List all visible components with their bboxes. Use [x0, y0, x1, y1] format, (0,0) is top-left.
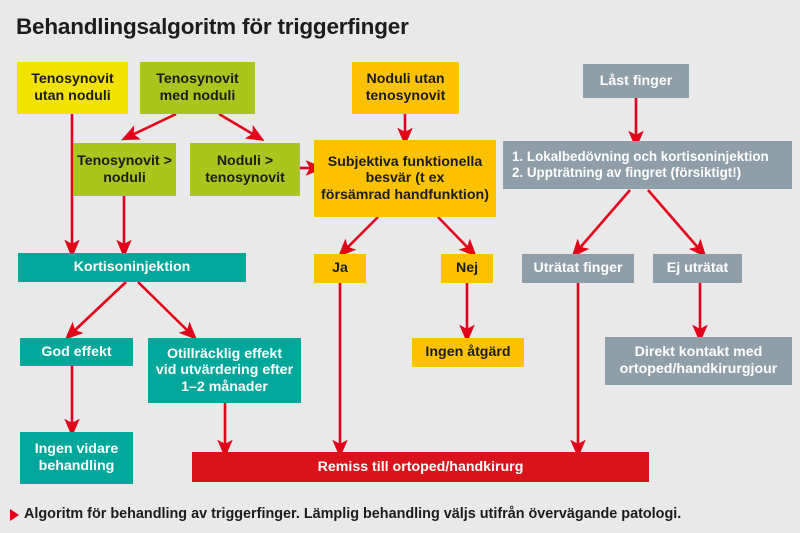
- node-label: Tenosynovit utan noduli: [31, 71, 114, 104]
- node-nej[interactable]: Nej: [441, 254, 493, 283]
- node-noduli-storre-tenosynovit[interactable]: Noduli > tenosynovit: [190, 143, 300, 196]
- node-direkt-kontakt[interactable]: Direkt kontakt med ortoped/handkirurgjou…: [605, 337, 792, 385]
- caption-triangle-icon: [10, 509, 19, 521]
- node-label: Otillräcklig effekt vid utvärdering efte…: [155, 345, 294, 395]
- node-ingen-vidare-behandling[interactable]: Ingen vidare behandling: [20, 432, 133, 484]
- node-label: Noduli > tenosynovit: [205, 152, 285, 186]
- node-label: 1. Lokalbedövning och kortisoninjektion …: [512, 149, 769, 180]
- node-tenosynovit-med-noduli[interactable]: Tenosynovit med noduli: [140, 62, 255, 114]
- node-label: Nej: [455, 260, 479, 277]
- node-otillracklig-effekt[interactable]: Otillräcklig effekt vid utvärdering efte…: [148, 338, 301, 403]
- node-label: Ej uträtat: [666, 260, 729, 277]
- node-label: Tenosynovit > noduli: [77, 152, 172, 186]
- node-label: Subjektiva funktionella besvär (t ex för…: [321, 153, 489, 203]
- node-remiss-till-ortoped[interactable]: Remiss till ortoped/handkirurg: [192, 452, 649, 482]
- node-label: Direkt kontakt med ortoped/handkirurgjou…: [619, 344, 778, 377]
- node-label: Låst finger: [599, 72, 673, 89]
- node-label: Ingen åtgärd: [425, 344, 511, 361]
- node-label: Remiss till ortoped/handkirurg: [317, 458, 524, 475]
- node-lokalbedovning-uppratning-steps[interactable]: 1. Lokalbedövning och kortisoninjektion …: [503, 141, 792, 189]
- node-ja[interactable]: Ja: [314, 254, 366, 283]
- node-label: Ingen vidare behandling: [34, 441, 119, 474]
- node-label: Ja: [332, 260, 348, 277]
- node-label: Kortisoninjektion: [73, 259, 191, 276]
- node-label: Noduli utan tenosynovit: [365, 71, 446, 104]
- page-title: Behandlingsalgoritm för triggerfinger: [16, 14, 409, 39]
- node-utratat-finger[interactable]: Uträtat finger: [522, 254, 634, 283]
- node-label: Tenosynovit med noduli: [156, 71, 239, 104]
- node-tenosynovit-storre-noduli[interactable]: Tenosynovit > noduli: [73, 143, 176, 196]
- node-label: Uträtat finger: [533, 260, 623, 277]
- node-ingen-atgard[interactable]: Ingen åtgärd: [412, 338, 524, 367]
- node-god-effekt[interactable]: God effekt: [20, 338, 133, 366]
- caption-bar: [0, 495, 800, 533]
- node-ej-utratat[interactable]: Ej uträtat: [653, 254, 742, 283]
- node-tenosynovit-utan-noduli[interactable]: Tenosynovit utan noduli: [17, 62, 128, 114]
- node-last-finger[interactable]: Låst finger: [583, 64, 689, 98]
- node-kortisoninjektion[interactable]: Kortisoninjektion: [18, 253, 246, 282]
- node-subjektiva-funktionella-besvar[interactable]: Subjektiva funktionella besvär (t ex för…: [314, 140, 496, 217]
- node-noduli-utan-tenosynovit[interactable]: Noduli utan tenosynovit: [352, 62, 459, 114]
- node-label: God effekt: [41, 343, 112, 360]
- caption-text: Algoritm för behandling av triggerfinger…: [24, 506, 682, 522]
